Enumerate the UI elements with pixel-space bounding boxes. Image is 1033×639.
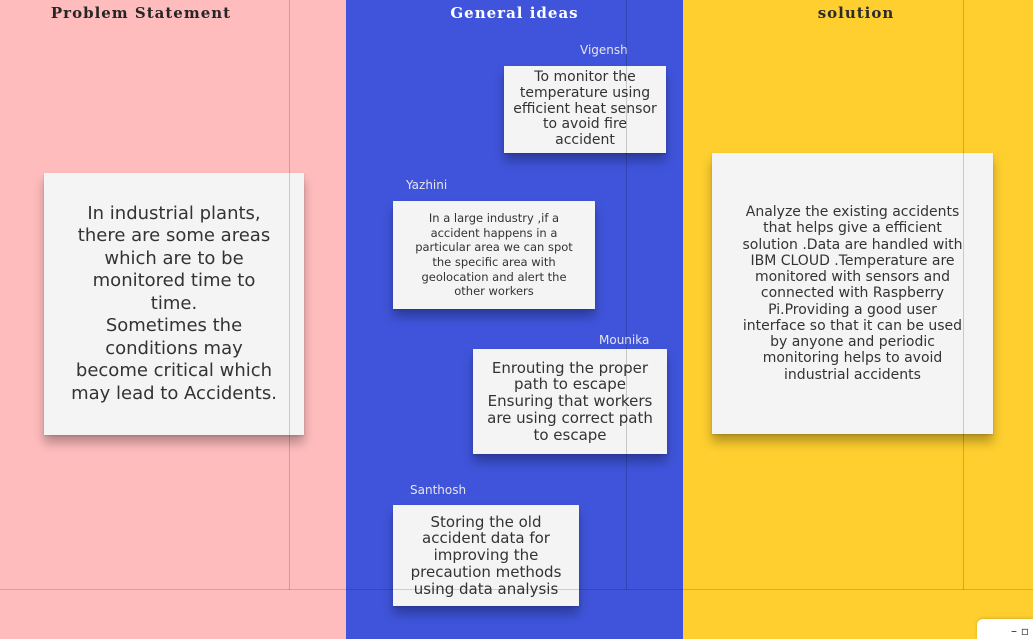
idea-author-santhosh: Santhosh: [410, 483, 467, 497]
idea-author-yazhini: Yazhini: [406, 178, 448, 192]
problem-sticky-note[interactable]: In industrial plants, there are some are…: [44, 173, 304, 435]
divider-line: [626, 0, 627, 590]
solution-note-text: Analyze the existing accidents that help…: [742, 204, 963, 383]
problem-statement-column: Problem Statement In industrial plants, …: [0, 0, 346, 639]
problem-statement-title: Problem Statement: [50, 4, 232, 22]
idea-sticky-note[interactable]: Storing the old accident data for improv…: [393, 505, 579, 606]
idea-sticky-note[interactable]: To monitor the temperature using efficie…: [504, 66, 666, 153]
solution-column: solution Analyze the existing accidents …: [683, 0, 1033, 639]
idea-note-text: Storing the old accident data for improv…: [410, 512, 562, 598]
solution-title: solution: [817, 4, 895, 22]
solution-sticky-note[interactable]: Analyze the existing accidents that help…: [712, 153, 993, 434]
divider-line: [963, 0, 964, 590]
general-ideas-title: General ideas: [450, 4, 579, 22]
idea-author-mounika: Mounika: [599, 333, 650, 347]
idea-note-text: To monitor the temperature using efficie…: [513, 69, 657, 149]
minimap-toggle[interactable]: – ▫: [977, 619, 1033, 639]
minimap-icon: – ▫: [1011, 624, 1029, 638]
idea-note-text: Enrouting the proper path to escape Ensu…: [487, 358, 653, 444]
divider-line: [289, 0, 290, 590]
grid-line: [0, 589, 1033, 590]
idea-sticky-note[interactable]: Enrouting the proper path to escape Ensu…: [473, 349, 667, 454]
general-ideas-column: General ideas Vigensh To monitor the tem…: [346, 0, 683, 639]
idea-note-text: In a large industry ,if a accident happe…: [415, 210, 573, 299]
idea-sticky-note[interactable]: In a large industry ,if a accident happe…: [393, 201, 595, 309]
idea-author-vigensh: Vigensh: [580, 43, 628, 57]
problem-note-text: In industrial plants, there are some are…: [71, 202, 277, 404]
